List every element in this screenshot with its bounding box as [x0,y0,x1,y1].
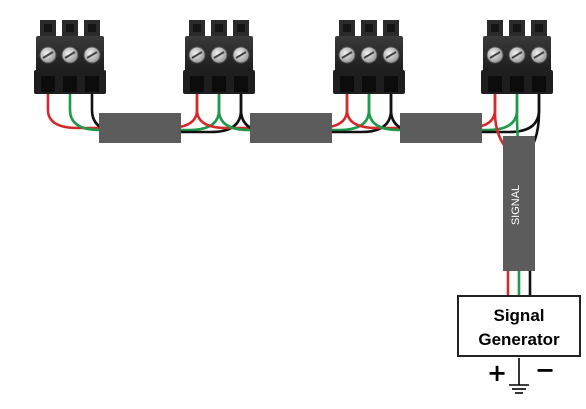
terminal-tab-slot [215,24,223,32]
terminal-tab-slot [193,24,201,32]
screw-terminal-icon [232,46,250,64]
screw-terminal-icon [188,46,206,64]
terminal-tab-slot [365,24,373,32]
screw-terminal-icon [508,46,526,64]
cable-sleeve-4 [503,136,535,271]
minus-sign: − [535,356,555,384]
screw-terminal-icon [530,46,548,64]
screw-terminal-icon [210,46,228,64]
connectors [34,20,553,94]
wire-entry-slot [234,76,248,92]
screw-terminal-icon [486,46,504,64]
terminal-tab-slot [387,24,395,32]
terminal-block-3 [333,20,405,94]
screw-terminal-icon [39,46,57,64]
wire-entry-slot [212,76,226,92]
terminal-tab-slot [535,24,543,32]
cable-sleeve-1 [99,113,181,143]
wire-entry-slot [384,76,398,92]
terminal-tab-slot [88,24,96,32]
wire-entry-slot [41,76,55,92]
wire-entry-slot [532,76,546,92]
signal-generator: Signal Generator [457,295,581,357]
cable-label-signal: SIGNAL [510,185,522,225]
screw-terminal-icon [61,46,79,64]
cables [99,113,535,271]
terminal-tab-slot [513,24,521,32]
signal-generator-line1: Signal [493,306,544,325]
terminal-tab-slot [44,24,52,32]
screw-terminal-icon [382,46,400,64]
cable-sleeve-2 [250,113,332,143]
terminal-block-1 [34,20,106,94]
ground-icon [509,358,529,394]
signal-generator-line2: Generator [478,330,560,349]
terminal-block-2 [183,20,255,94]
wire-entry-slot [488,76,502,92]
terminal-tab-slot [66,24,74,32]
wire-entry-slot [63,76,77,92]
terminal-tab-slot [237,24,245,32]
wire-entry-slot [85,76,99,92]
screw-terminal-icon [338,46,356,64]
wire-entry-slot [510,76,524,92]
terminal-block-4 [481,20,553,94]
terminal-tab-slot [491,24,499,32]
signal-generator-box [457,295,581,357]
cable-sleeve-3 [400,113,482,143]
terminal-tab-slot [343,24,351,32]
wire-entry-slot [340,76,354,92]
screw-terminal-icon [83,46,101,64]
plus-sign: + [487,359,507,387]
wire-entry-slot [190,76,204,92]
wire-entry-slot [362,76,376,92]
screw-terminal-icon [360,46,378,64]
